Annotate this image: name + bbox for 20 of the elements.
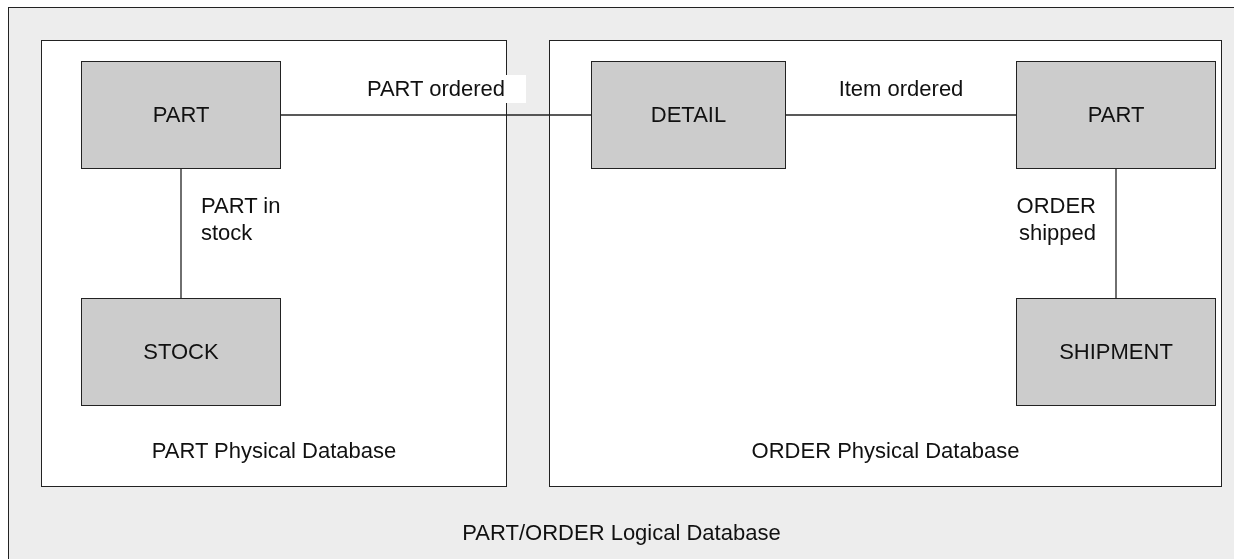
segment-name: STOCK [143,339,219,365]
segment-name: SHIPMENT [1059,339,1173,365]
segment-box [81,298,281,406]
segment-name: PART [1087,102,1145,128]
segment-box [1016,298,1216,406]
logical-database-panel [8,7,1234,559]
segment-name: PART [152,102,210,128]
connector-line [785,114,1017,116]
physical-database-panel [41,40,507,487]
segment-box [81,61,281,169]
physical-database-title: PART Physical Database [151,438,397,463]
connector-line [1115,168,1117,299]
logical-database-title: PART/ORDER Logical Database [462,520,781,545]
segment-box [1016,61,1216,169]
physical-database-title: ORDER Physical Database [751,438,1020,463]
segment-box [591,61,786,169]
segment-name: DETAIL [650,102,727,128]
connector-line [180,168,182,299]
physical-database-panel [549,40,1222,487]
connector-line [280,114,592,116]
